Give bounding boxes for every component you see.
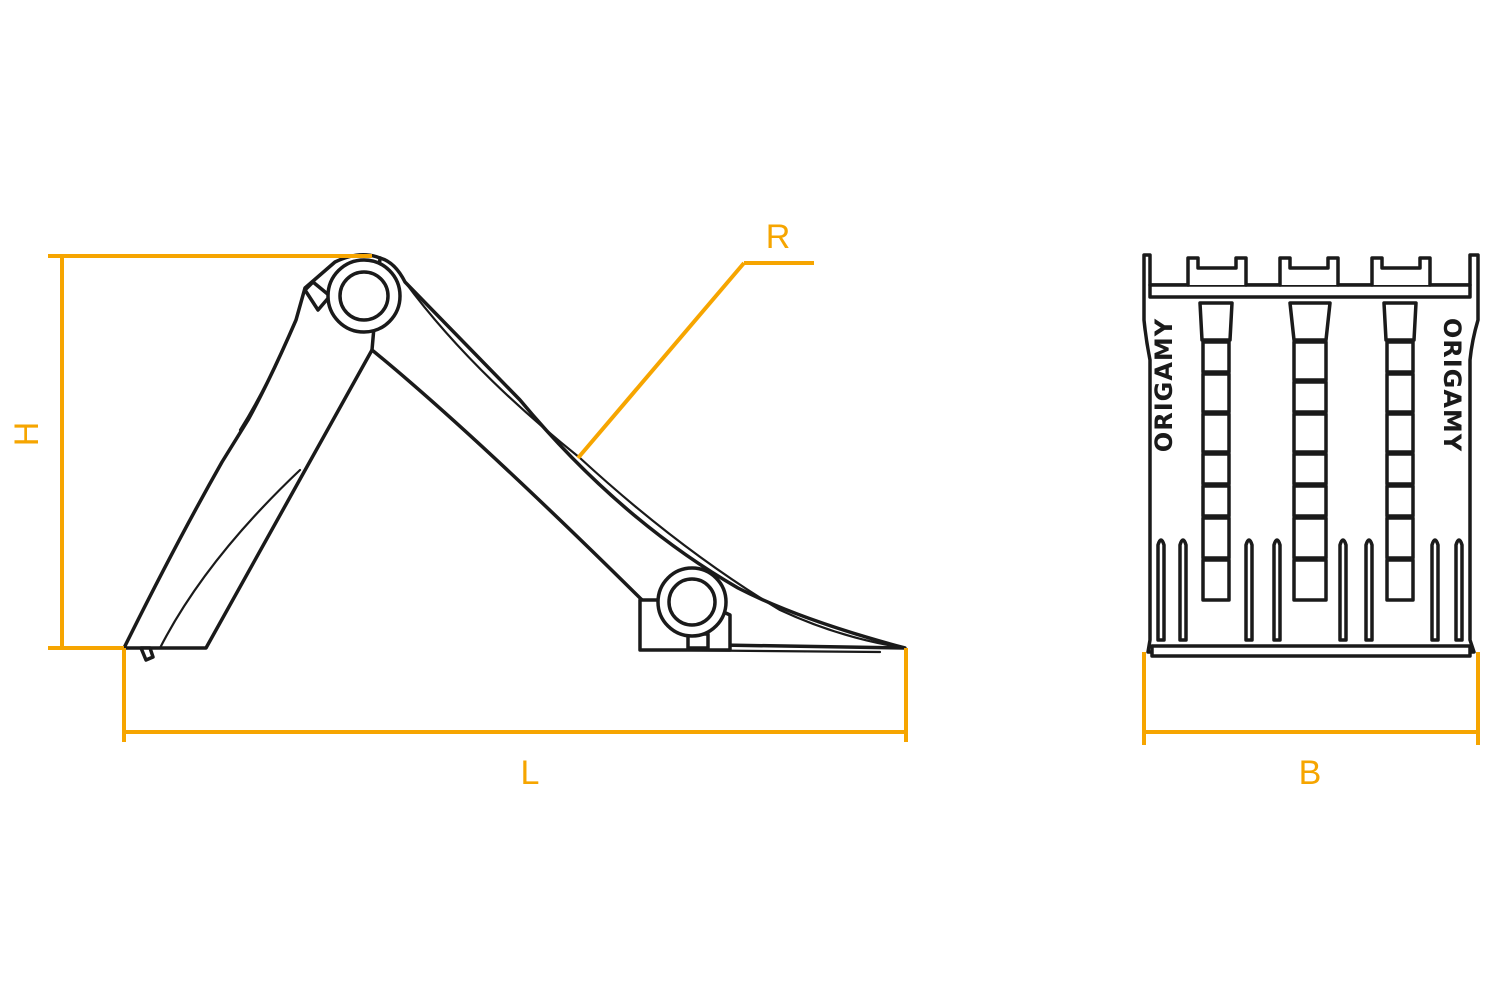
side-view — [122, 253, 907, 662]
top-lug-1 — [1186, 256, 1248, 287]
rear-arm-inner-edge — [158, 468, 302, 650]
upper-pivot-pin — [338, 270, 390, 322]
top-lug-2 — [1278, 256, 1340, 287]
hinge-bracket-bottom — [648, 648, 882, 654]
tine-column-2 — [1288, 301, 1332, 602]
curved-tine — [370, 256, 907, 650]
logo-right: ORIGAMY — [1438, 318, 1466, 452]
tine-column-3 — [1382, 301, 1418, 602]
radius-label: R — [766, 218, 791, 256]
bottom-tines — [1156, 538, 1464, 642]
rear-arm-edge-line — [238, 318, 298, 432]
tine-column-1 — [1198, 301, 1234, 602]
dimension-b: B — [1142, 652, 1480, 792]
length-label: L — [521, 754, 540, 792]
bottom-tine — [139, 646, 155, 662]
dimension-h: H — [8, 254, 372, 650]
width-label: B — [1299, 754, 1322, 792]
top-rail — [1148, 283, 1472, 299]
curved-tine-top-edge — [403, 280, 907, 650]
front-view: ORIGAMY ORIGAMY — [1142, 253, 1480, 658]
height-label: H — [8, 422, 46, 447]
base-plate — [1150, 644, 1472, 658]
top-lug-3 — [1370, 256, 1432, 287]
lower-pivot-pin — [667, 577, 717, 627]
dimension-r: R — [576, 218, 814, 460]
logo-left: ORIGAMY — [1150, 318, 1178, 452]
dimension-l: L — [122, 648, 908, 792]
